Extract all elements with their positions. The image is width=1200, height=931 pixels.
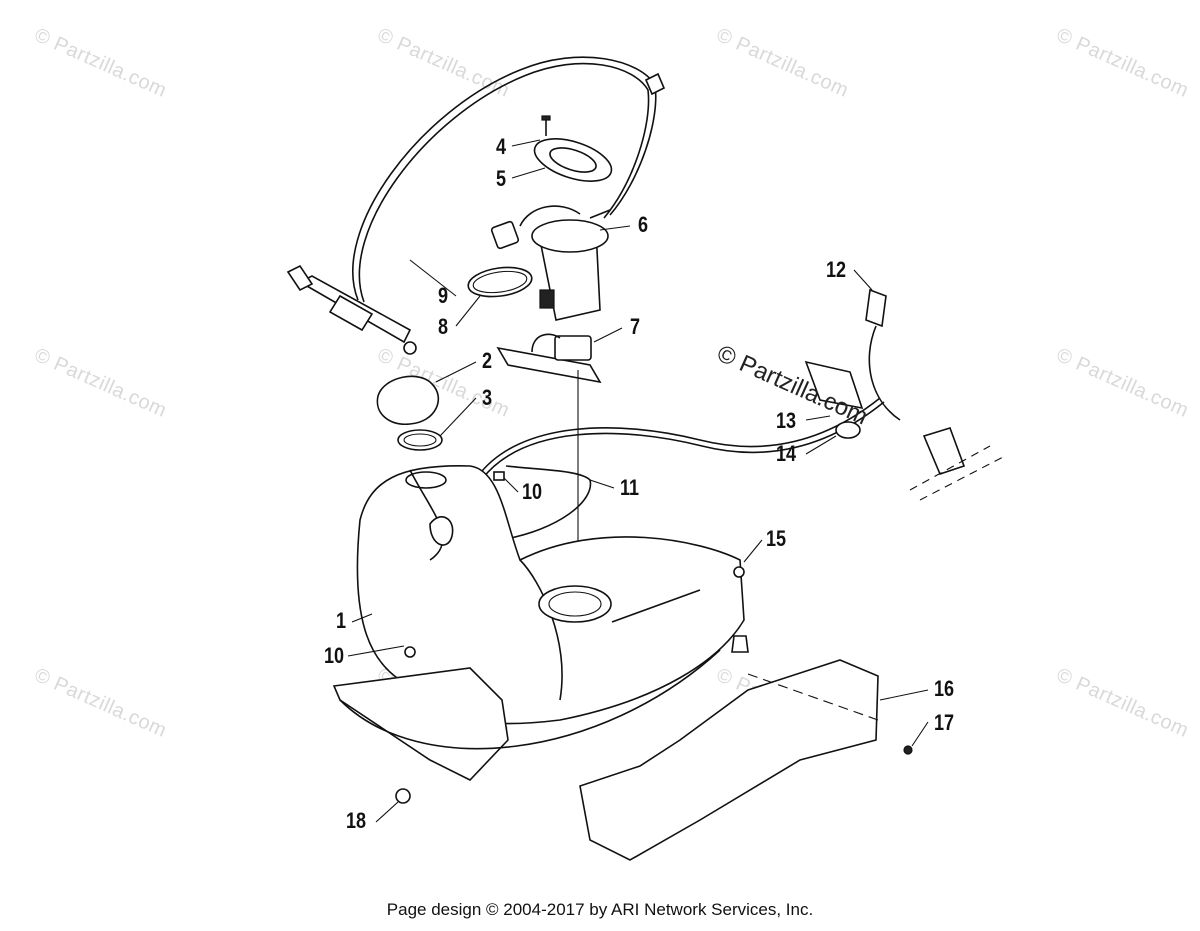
callout-13: 13 (776, 408, 797, 433)
leader-line (747, 673, 879, 721)
callout-14: 14 (776, 441, 797, 466)
callout-12: 12 (826, 257, 847, 282)
breather-line-drawing (868, 325, 901, 421)
o-ring-drawing (467, 266, 533, 298)
fuel-filter-drawing (328, 294, 374, 332)
callout-2: 2 (482, 348, 493, 373)
heat-shield-drawing (579, 659, 879, 861)
callout-4: 4 (496, 134, 507, 159)
tank-rim-drawing (339, 649, 721, 750)
fuel-cap-drawing (376, 375, 440, 425)
callout-3: 3 (482, 385, 493, 410)
callout-11: 11 (620, 475, 640, 500)
bracket-drawing (804, 360, 864, 410)
callout-8: 8 (438, 314, 449, 339)
callout-1: 1 (336, 608, 347, 633)
bolt-drawing (733, 566, 745, 578)
hose-fitting-drawing (644, 72, 666, 96)
screw-drawing (903, 745, 913, 755)
connector-drawing (490, 220, 520, 250)
pump-opening-inner-drawing (548, 591, 602, 617)
callout-7: 7 (630, 314, 641, 339)
cap-gasket-inner-drawing (403, 433, 437, 447)
callout-10: 10 (522, 479, 543, 504)
cap-gasket-drawing (397, 429, 443, 451)
sensor-wire-drawing (531, 333, 561, 353)
callout-15: 15 (766, 526, 787, 551)
filler-neck-drawing (405, 471, 447, 489)
callout-10: 10 (324, 643, 345, 668)
mount-drawing (731, 635, 749, 653)
callout-18: 18 (346, 808, 367, 833)
tank-groove-drawing (611, 589, 701, 623)
o-ring-inner-drawing (472, 270, 528, 294)
clip-drawing (835, 421, 861, 439)
gasket-plate-hole-drawing (549, 147, 597, 173)
callout-5: 5 (496, 166, 507, 191)
fuel-fitting-drawing (286, 264, 314, 292)
tank-lower-drawing (332, 667, 509, 781)
page-footer: Page design © 2004-2017 by ARI Network S… (386, 900, 814, 919)
pump-outlet-drawing (589, 209, 611, 219)
hose-end-drawing (493, 471, 505, 481)
vent-hose-drawing (358, 62, 650, 303)
vent-line-drawing (477, 397, 881, 477)
screw-head-drawing (541, 115, 551, 121)
bolt-drawing (404, 646, 416, 658)
sensor-drawing (554, 335, 592, 361)
plug-drawing (395, 788, 411, 804)
tank-recess-drawing (429, 516, 454, 546)
callout-17: 17 (934, 710, 955, 735)
pump-sender-drawing (539, 289, 555, 309)
vent-hose-drawing (352, 56, 657, 301)
callout-16: 16 (934, 676, 955, 701)
clamp-drawing (403, 341, 417, 355)
frame-mount-drawing (922, 427, 966, 475)
breather-drawing (865, 288, 887, 328)
pump-wire-drawing (519, 205, 581, 227)
frame-outline-drawing (919, 455, 1006, 501)
frame-outline-drawing (909, 445, 991, 491)
fuel-pump-top-drawing (531, 219, 609, 253)
callout-6: 6 (638, 212, 649, 237)
callout-9: 9 (438, 283, 449, 308)
pump-opening-drawing (538, 585, 612, 623)
